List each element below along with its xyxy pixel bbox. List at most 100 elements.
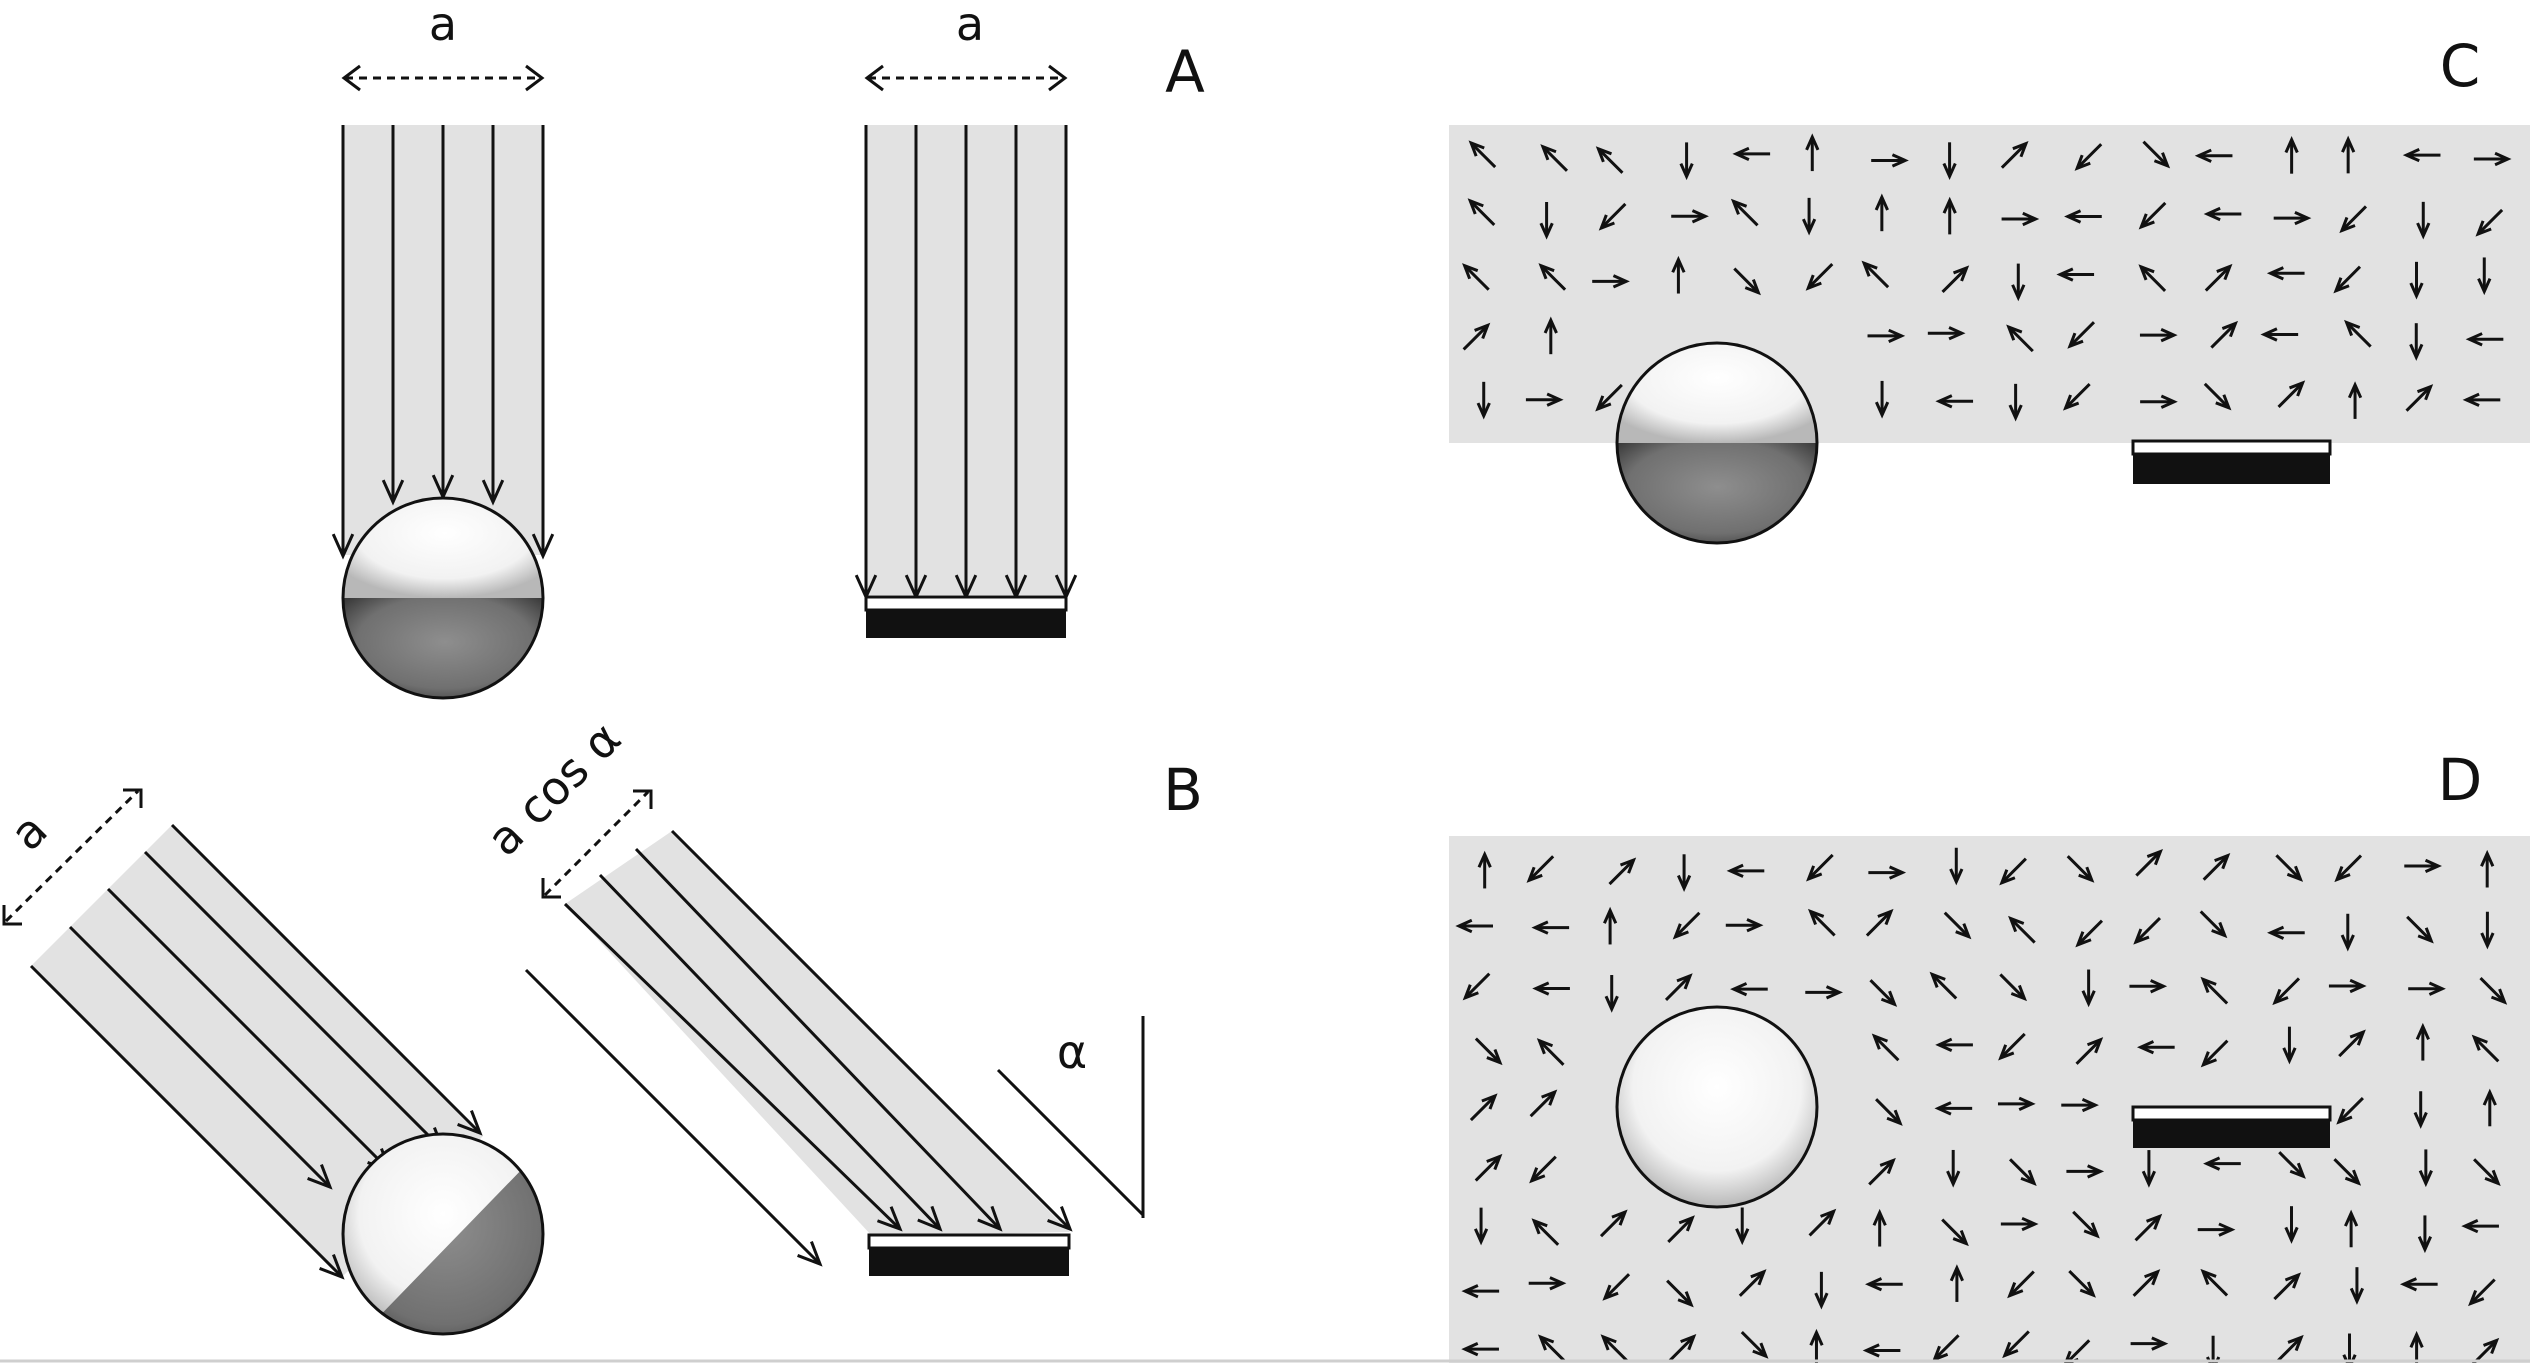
arrow-icon bbox=[1735, 1207, 1750, 1246]
arrow-icon bbox=[2064, 209, 2102, 224]
arrow-icon bbox=[2418, 1149, 2433, 1188]
arrow-icon bbox=[1462, 322, 1491, 351]
arrow-icon bbox=[2202, 852, 2231, 881]
dimension-label: a bbox=[429, 0, 457, 51]
panel-a: A a a bbox=[331, 0, 1205, 700]
arrow-icon bbox=[2204, 263, 2233, 292]
panel-c-label: C bbox=[2440, 32, 2481, 100]
arrow-icon bbox=[1865, 908, 1894, 937]
sphere-beam-arrows-a bbox=[331, 125, 555, 560]
arrow-icon bbox=[1599, 1209, 1628, 1238]
plate-beam-b bbox=[565, 831, 1070, 1236]
arrow-icon bbox=[2133, 916, 2161, 945]
arrow-icon bbox=[1929, 971, 1958, 1000]
panel-d: D bbox=[1449, 746, 2530, 1363]
arrow-icon bbox=[1462, 263, 1490, 291]
arrow-icon bbox=[2008, 915, 2036, 944]
arrow-icon bbox=[2328, 978, 2367, 994]
arrow-icon bbox=[2480, 849, 2495, 888]
arrow-icon bbox=[2406, 915, 2434, 944]
arrow-icon bbox=[1935, 394, 1974, 409]
arrow-icon bbox=[2000, 141, 2029, 169]
arrow-icon bbox=[1598, 202, 1627, 231]
arrow-icon bbox=[2200, 1039, 2229, 1068]
arrow-icon bbox=[1467, 198, 1496, 227]
arrow-icon bbox=[2340, 913, 2355, 952]
arrow-icon bbox=[1602, 1273, 1631, 1301]
arrow-icon bbox=[2344, 1209, 2359, 1248]
arrow-icon bbox=[170, 823, 483, 1136]
arrow-icon bbox=[2138, 201, 2167, 230]
arrow-icon bbox=[1949, 1264, 1964, 1302]
arrow-icon bbox=[1942, 142, 1957, 180]
arrow-icon bbox=[1538, 263, 1567, 291]
arrow-icon bbox=[1725, 918, 1764, 933]
arrow-icon bbox=[2415, 1022, 2430, 1061]
arrow-icon bbox=[2416, 201, 2431, 240]
arrow-icon bbox=[1999, 857, 2027, 886]
arrow-icon bbox=[1529, 1155, 1557, 1184]
arrow-icon bbox=[2267, 925, 2305, 940]
arrow-icon bbox=[1679, 142, 1694, 181]
arrow-icon bbox=[2479, 977, 2508, 1005]
arrow-icon bbox=[1998, 1032, 2026, 1061]
arrow-icon bbox=[1949, 847, 1964, 886]
arrow-icon bbox=[2074, 143, 2103, 171]
arrow-icon bbox=[2471, 1034, 2500, 1063]
arrow-icon bbox=[2277, 380, 2306, 409]
arrow-icon bbox=[2404, 858, 2442, 874]
arrow-icon bbox=[1733, 267, 1761, 296]
arrow-icon bbox=[2273, 211, 2312, 226]
arrow-icon bbox=[2338, 1029, 2366, 1058]
arrow-icon bbox=[2006, 324, 2034, 353]
arrow-icon bbox=[524, 968, 823, 1267]
arrow-icon bbox=[1868, 1157, 1896, 1186]
arrow-icon bbox=[2139, 328, 2178, 343]
arrow-icon bbox=[1862, 1343, 1901, 1358]
arrow-icon bbox=[2129, 979, 2168, 994]
arrow-icon bbox=[1539, 201, 1554, 240]
plate-d bbox=[2131, 1105, 2332, 1148]
arrow-icon bbox=[2273, 1272, 2302, 1301]
dimension-label-plate: a cos α bbox=[476, 711, 631, 866]
arrow-icon bbox=[2461, 1219, 2499, 1234]
arrow-icon bbox=[1941, 1218, 1969, 1247]
arrow-icon bbox=[1997, 1096, 2036, 1111]
arrow-icon bbox=[1672, 911, 1701, 940]
arrow-icon bbox=[2260, 327, 2299, 342]
arrow-icon bbox=[1806, 853, 1834, 882]
panel-c: C bbox=[1449, 32, 2530, 545]
arrow-icon bbox=[1531, 920, 1570, 935]
arrow-icon bbox=[1874, 380, 1890, 419]
arrow-icon bbox=[2203, 206, 2242, 222]
arrow-icon bbox=[1867, 328, 1906, 343]
arrow-icon bbox=[2200, 976, 2229, 1005]
arrow-icon bbox=[1869, 979, 1898, 1007]
arrow-icon bbox=[1730, 198, 1759, 227]
sphere-d bbox=[1615, 1005, 1819, 1209]
arrow-icon bbox=[2068, 1269, 2096, 1298]
arrow-icon bbox=[1807, 908, 1836, 937]
arrow-icon bbox=[1805, 263, 1834, 291]
arrow-icon bbox=[2061, 1098, 2099, 1113]
arrow-icon bbox=[1455, 918, 1494, 934]
arrow-icon bbox=[2482, 1088, 2497, 1127]
arrow-icon bbox=[2399, 1277, 2438, 1292]
arrow-icon bbox=[1604, 975, 1619, 1013]
arrow-icon bbox=[2462, 392, 2501, 407]
arrow-icon bbox=[634, 847, 1003, 1232]
arrow-icon bbox=[1537, 1334, 1566, 1363]
arrow-icon bbox=[2007, 1270, 2035, 1299]
arrow-icon bbox=[2278, 1151, 2306, 1179]
arrow-icon bbox=[670, 829, 1073, 1232]
arrow-icon bbox=[1671, 255, 1686, 294]
arrow-icon bbox=[2339, 205, 2368, 234]
arrow-icon bbox=[2417, 1215, 2432, 1254]
arrow-icon bbox=[1871, 1033, 1900, 1062]
arrow-icon bbox=[2142, 140, 2171, 169]
arrow-icon bbox=[2194, 148, 2233, 163]
arrow-icon bbox=[2067, 321, 2096, 349]
arrow-icon bbox=[2141, 1150, 2156, 1188]
plate-b bbox=[867, 1233, 1071, 1276]
